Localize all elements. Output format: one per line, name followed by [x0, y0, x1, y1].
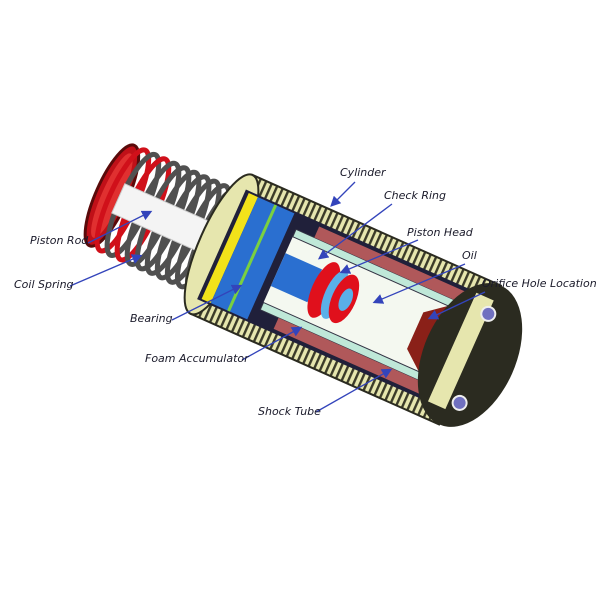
foam-accumulator — [314, 226, 466, 303]
label-shock-tube: Shock Tube — [258, 405, 321, 418]
label-check-ring: Check Ring — [384, 189, 446, 202]
label-bearing: Bearing — [130, 312, 173, 325]
leader-lines — [69, 181, 486, 413]
label-piston-rod: Piston Rod — [30, 234, 89, 247]
label-orifice-hole-location: Orifice Hole Location — [482, 277, 597, 290]
label-cylinder: Cylinder — [340, 166, 386, 179]
piston-head — [307, 262, 341, 318]
label-coil-spring: Coil Spring — [14, 278, 74, 291]
label-oil: Oil — [462, 249, 477, 262]
label-foam-accumulator: Foam Accumulator — [145, 352, 249, 365]
label-piston-head: Piston Head — [407, 226, 473, 239]
